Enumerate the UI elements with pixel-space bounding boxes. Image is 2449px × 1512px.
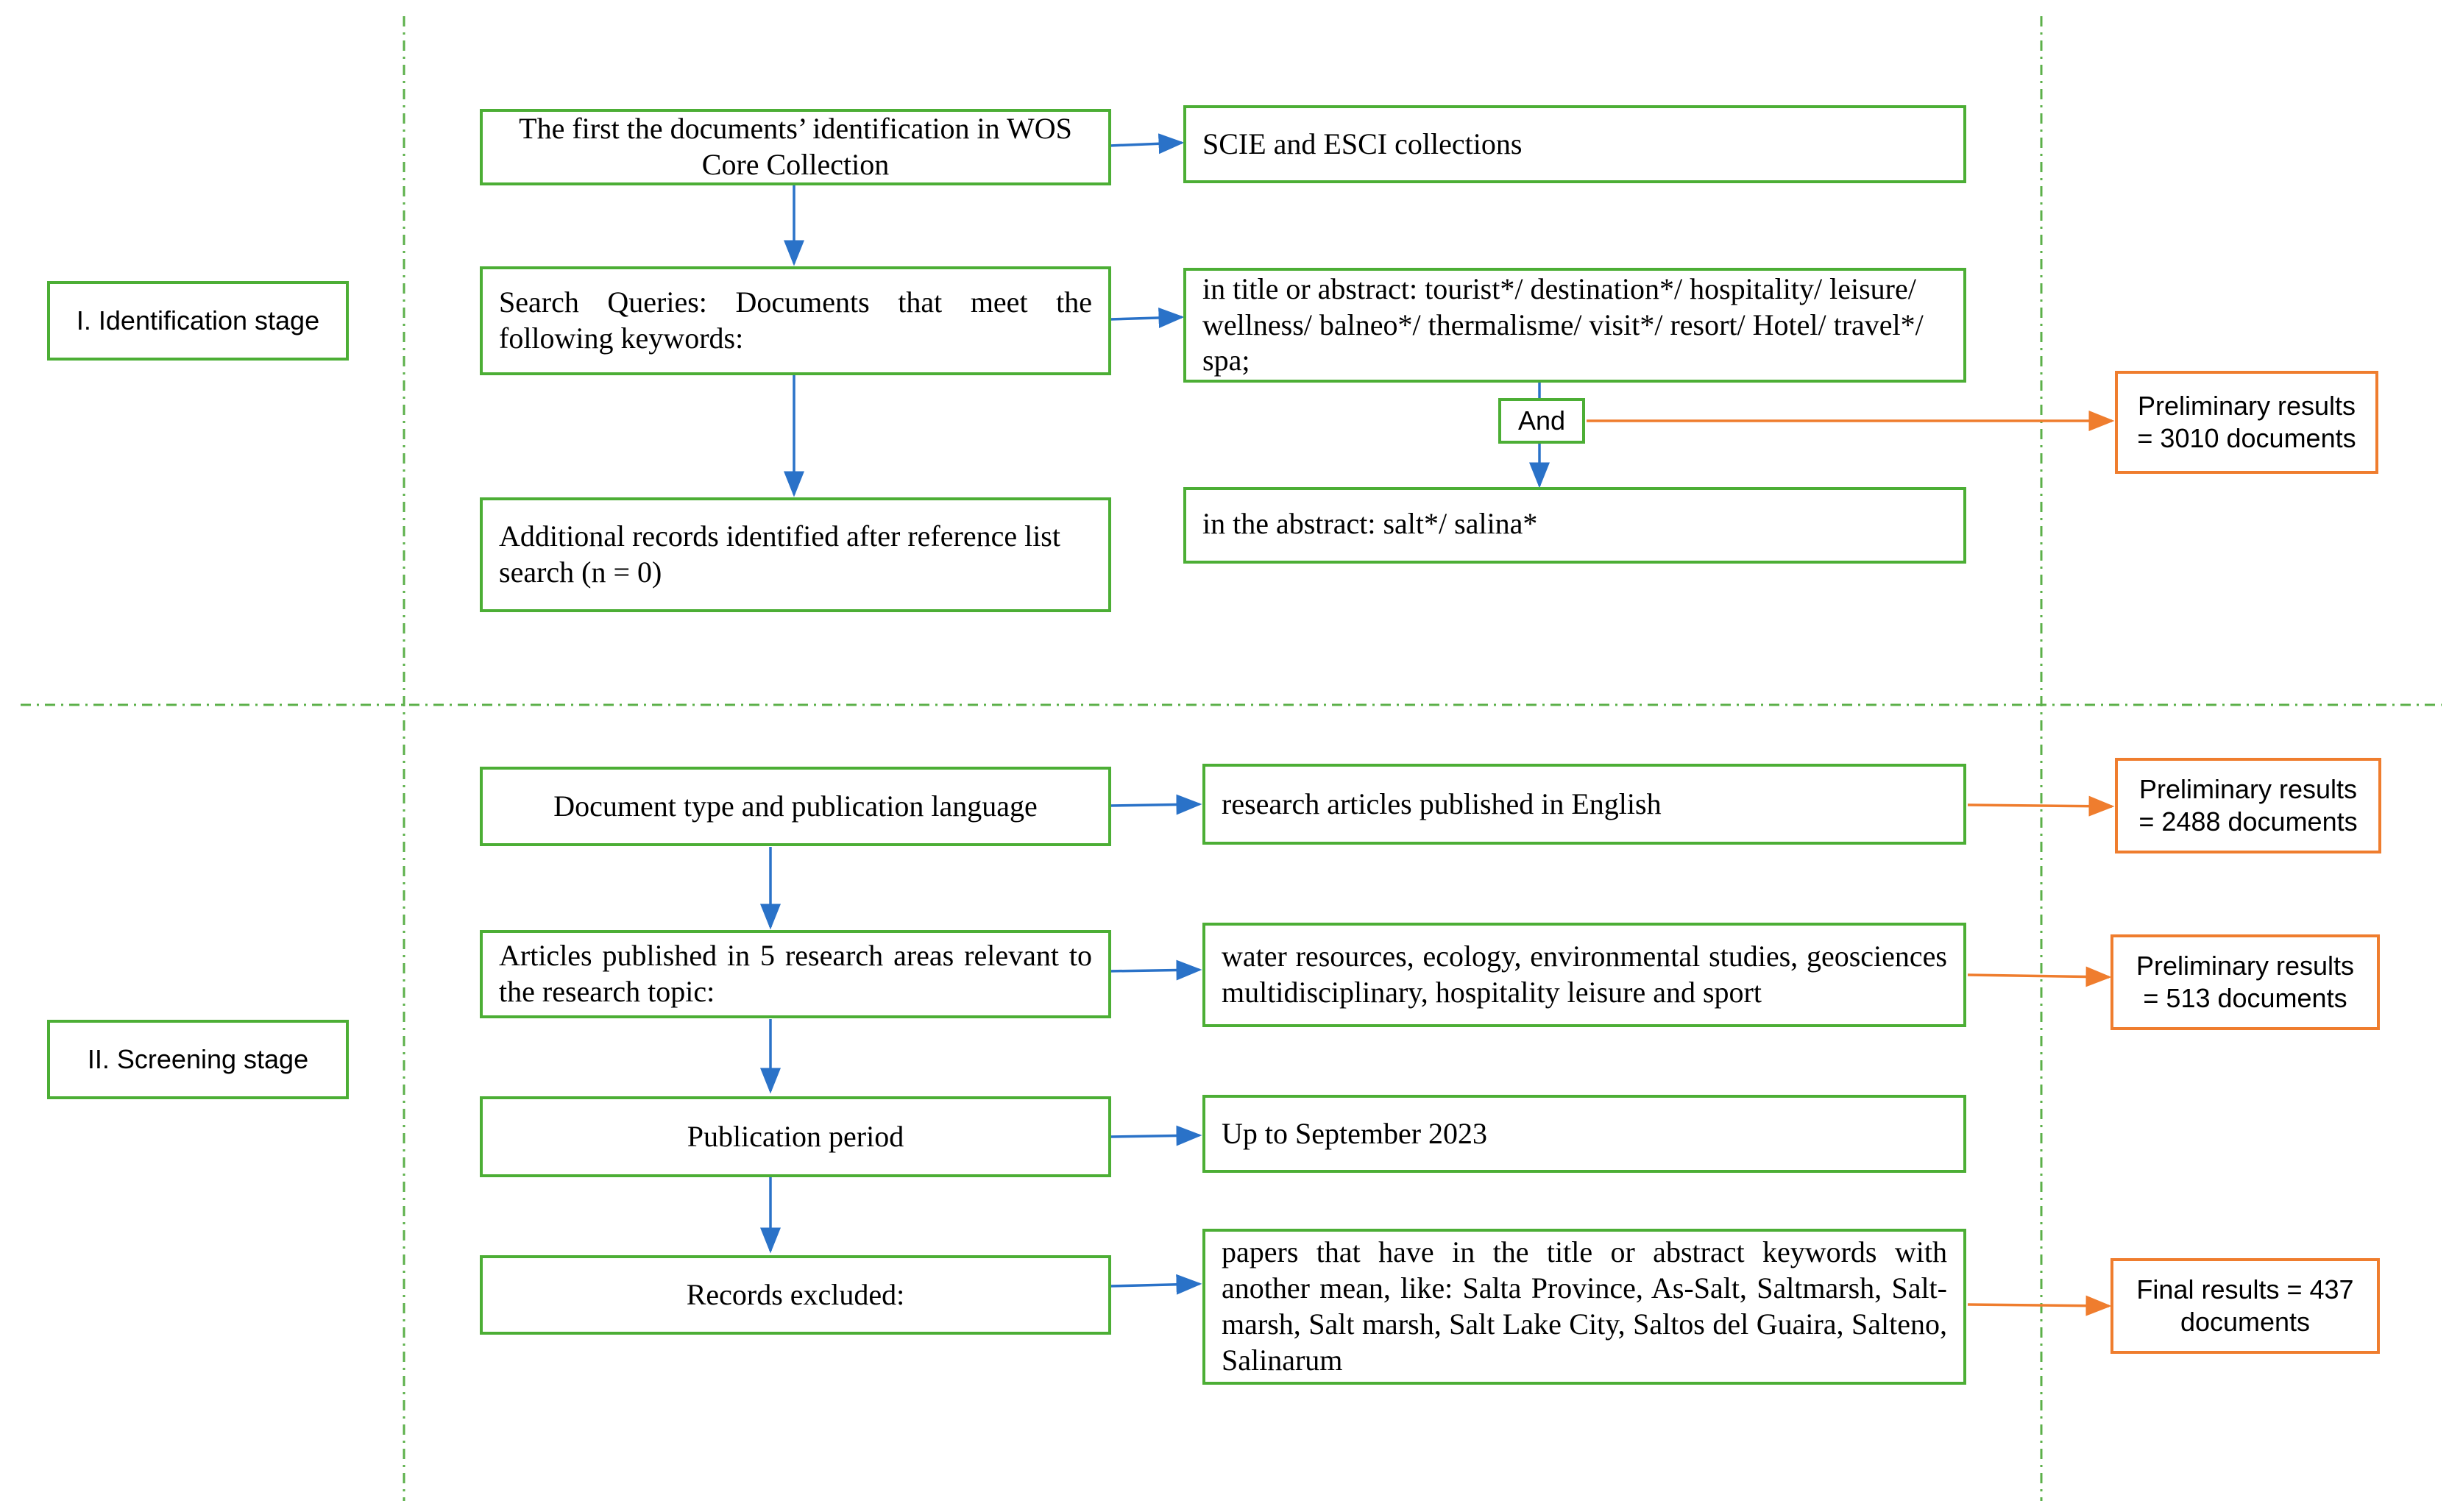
and-operator-text: And (1517, 405, 1566, 436)
publication-period-criteria-text: Up to September 2023 (1222, 1116, 1488, 1150)
and-operator-box: And (1498, 398, 1585, 444)
keywords-title-abstract-box: in title or abstract: tourist*/ destinat… (1183, 268, 1966, 383)
arrow-excluded-to-result (1967, 1295, 2112, 1316)
collections-text: SCIE and ESCI collections (1202, 127, 1523, 160)
identification-result-box: Preliminary results = 3010 documents (2115, 371, 2378, 474)
research-areas-text: Articles published in 5 research areas r… (499, 939, 1092, 1008)
identification-stage-text: I. Identification stage (76, 305, 320, 336)
arrow-excluded-to-criteria (1109, 1274, 1202, 1295)
records-excluded-box: Records excluded: (480, 1255, 1111, 1335)
arrow-period-to-criteria (1109, 1125, 1202, 1146)
collections-box: SCIE and ESCI collections (1183, 105, 1966, 183)
arrow-areas-to-criteria (1107, 959, 1202, 981)
first-identification-text: The first the documents’ identification … (519, 112, 1072, 181)
keywords-title-abstract-text: in title or abstract: tourist*/ destinat… (1202, 271, 1924, 377)
research-areas-criteria-box: water resources, ecology, environmental … (1202, 923, 1966, 1027)
arrow-areas-to-result (1967, 966, 2112, 987)
research-areas-result-text: Preliminary results = 513 documents (2136, 951, 2355, 1013)
screening-stage-text: II. Screening stage (87, 1044, 309, 1075)
doc-type-criteria-text: research articles published in English (1222, 787, 1662, 820)
search-queries-box: Search Queries: Documents that meet the … (480, 266, 1111, 375)
search-queries-text: Search Queries: Documents that meet the … (499, 285, 1092, 355)
research-areas-box: Articles published in 5 research areas r… (480, 930, 1111, 1018)
records-excluded-criteria-box: papers that have in the title or abstrac… (1202, 1229, 1966, 1385)
doc-type-result-box: Preliminary results = 2488 documents (2115, 758, 2381, 853)
screening-stage-label: II. Screening stage (47, 1020, 349, 1099)
publication-period-text: Publication period (687, 1119, 904, 1153)
arrow-doctype-to-criteria (1109, 794, 1202, 815)
identification-stage-label: I. Identification stage (47, 281, 349, 361)
final-result-text: Final results = 437 documents (2136, 1274, 2354, 1337)
arrow-search-to-keywords (1109, 307, 1185, 328)
keywords-abstract-text: in the abstract: salt*/ salina* (1202, 507, 1538, 540)
first-identification-box: The first the documents’ identification … (480, 109, 1111, 185)
arrow-first-to-collections (1109, 133, 1185, 155)
arrow-doctype-to-result (1967, 795, 2115, 817)
additional-records-text: Additional records identified after refe… (499, 519, 1060, 589)
final-result-box: Final results = 437 documents (2110, 1258, 2380, 1354)
research-areas-criteria-text: water resources, ecology, environmental … (1222, 940, 1947, 1009)
doc-type-text: Document type and publication language (553, 789, 1038, 823)
doc-type-criteria-box: research articles published in English (1202, 764, 1966, 845)
records-excluded-text: Records excluded: (686, 1277, 905, 1311)
records-excluded-criteria-text: papers that have in the title or abstrac… (1222, 1235, 1947, 1377)
identification-result-text: Preliminary results = 3010 documents (2137, 391, 2356, 453)
research-areas-result-box: Preliminary results = 513 documents (2110, 934, 2380, 1030)
publication-period-criteria-box: Up to September 2023 (1202, 1095, 1966, 1173)
doc-type-box: Document type and publication language (480, 767, 1111, 846)
additional-records-box: Additional records identified after refe… (480, 497, 1111, 612)
doc-type-result-text: Preliminary results = 2488 documents (2138, 774, 2358, 837)
publication-period-box: Publication period (480, 1096, 1111, 1177)
keywords-abstract-box: in the abstract: salt*/ salina* (1183, 487, 1966, 564)
